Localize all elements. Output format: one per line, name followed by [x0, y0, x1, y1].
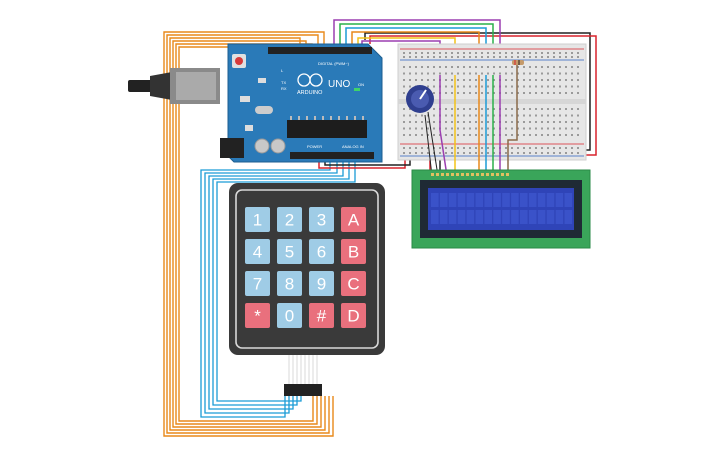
keypad-key-B[interactable]: B [341, 239, 366, 264]
capacitor [270, 138, 286, 154]
keypad-ribbon [288, 355, 318, 384]
keypad-key-#[interactable]: # [309, 303, 334, 328]
keypad-key-4[interactable]: 4 [245, 239, 270, 264]
on-label: ON [358, 82, 364, 87]
keypad-key-label: 9 [317, 275, 326, 294]
power-label: POWER [307, 144, 322, 149]
keypad-key-2[interactable]: 2 [277, 207, 302, 232]
keypad-key-label: 5 [285, 243, 294, 262]
resistor [512, 60, 524, 65]
tx-label: TX [281, 80, 286, 85]
keypad-key-7[interactable]: 7 [245, 271, 270, 296]
rx-label: RX [281, 86, 287, 91]
keypad-key-label: 8 [285, 275, 294, 294]
power-jack [220, 138, 244, 158]
usb-connector [128, 68, 220, 104]
keypad-key-9[interactable]: 9 [309, 271, 334, 296]
keypad-4x4[interactable]: 1 2 3 A 4 5 6 B 7 8 9 C * 0 # D [229, 183, 385, 396]
capacitor [254, 138, 270, 154]
breadboard[interactable] [397, 43, 587, 161]
arduino-brand: ARDUINO [297, 90, 323, 96]
atmega-chip [287, 120, 367, 138]
keypad-key-label: 0 [285, 307, 294, 326]
l-label: L [281, 68, 284, 73]
arduino-uno-board[interactable]: ARDUINO UNO DIGITAL (PWM~) POWER ANALOG … [220, 43, 383, 163]
digital-label: DIGITAL (PWM~) [318, 61, 350, 66]
keypad-key-*[interactable]: * [245, 303, 270, 328]
breadboard-to-lcd-wires [424, 65, 518, 177]
digital-header [268, 47, 372, 54]
lcd-character-cells [431, 193, 573, 224]
keypad-connector [284, 384, 322, 396]
crystal [255, 106, 273, 114]
keypad-key-label: * [254, 307, 261, 326]
keypad-key-label: # [317, 307, 327, 326]
analog-header [290, 152, 374, 159]
keypad-key-8[interactable]: 8 [277, 271, 302, 296]
keypad-key-label: 6 [317, 243, 326, 262]
keypad-key-0[interactable]: 0 [277, 303, 302, 328]
keypad-key-label: A [348, 211, 360, 230]
arduino-model: UNO [328, 79, 350, 90]
keypad-key-A[interactable]: A [341, 207, 366, 232]
analog-label: ANALOG IN [342, 144, 364, 149]
keypad-key-label: 4 [253, 243, 262, 262]
keypad-key-label: C [347, 275, 359, 294]
keypad-key-label: D [347, 307, 359, 326]
keypad-key-label: B [348, 243, 359, 262]
keypad-key-3[interactable]: 3 [309, 207, 334, 232]
keypad-key-label: 3 [317, 211, 326, 230]
keypad-key-D[interactable]: D [341, 303, 366, 328]
keypad-key-6[interactable]: 6 [309, 239, 334, 264]
keypad-key-C[interactable]: C [341, 271, 366, 296]
keypad-key-1[interactable]: 1 [245, 207, 270, 232]
chip-pins [290, 116, 364, 120]
lcd-display[interactable] [411, 169, 591, 249]
keypad-key-label: 7 [253, 275, 262, 294]
keypad-key-label: 2 [285, 211, 294, 230]
keypad-key-5[interactable]: 5 [277, 239, 302, 264]
keypad-key-label: 1 [253, 211, 262, 230]
lcd-header-pins [431, 173, 509, 176]
